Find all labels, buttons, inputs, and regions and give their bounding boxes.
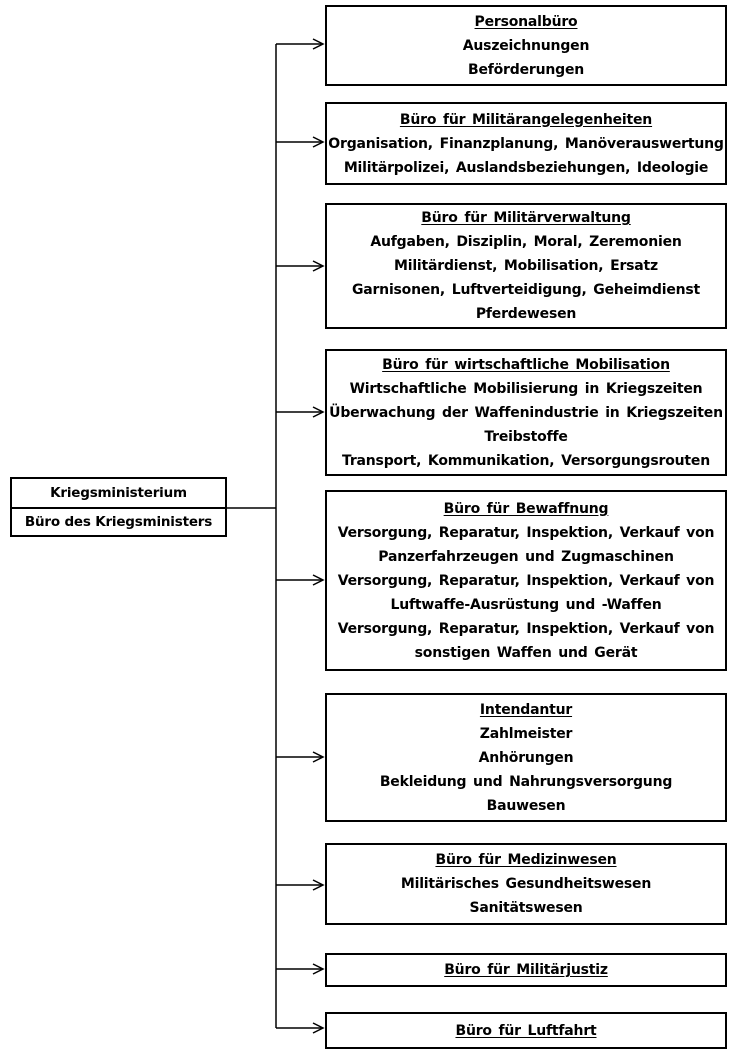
box-line: Versorgung, Reparatur, Inspektion, Verka… [337, 620, 715, 637]
arrowhead-icon [312, 260, 325, 272]
node-militaerjustiz: Büro für Militärjustiz [325, 953, 727, 987]
box-line: Auszeichnungen [462, 37, 590, 54]
node-intendantur: Intendantur Zahlmeister Anhörungen Bekle… [325, 693, 727, 822]
arrowhead-icon [312, 963, 325, 975]
box-title: Büro für wirtschaftliche Mobilisation [382, 356, 670, 373]
box-title: Intendantur [479, 701, 573, 718]
root-title: Kriegsministerium [12, 479, 225, 509]
box-line: Überwachung der Waffenindustrie in Krieg… [329, 404, 723, 421]
root-subtitle: Büro des Kriegsministers [24, 514, 213, 530]
box-title: Büro für Militärverwaltung [421, 210, 631, 226]
arrowhead-icon [312, 751, 325, 763]
box-line: Wirtschaftliche Mobilisierung in Kriegsz… [349, 380, 703, 397]
node-bewaffnung: Büro für Bewaffnung Versorgung, Reparatu… [325, 490, 727, 671]
box-line: Militärdienst, Mobilisation, Ersatz [394, 258, 658, 274]
box-title: Büro für Militärangelegenheiten [399, 111, 653, 128]
box-line: Garnisonen, Luftverteidigung, Geheimdien… [351, 282, 701, 298]
box-line: Transport, Kommunikation, Versorgungsrou… [342, 452, 710, 469]
box-title: Büro für Bewaffnung [443, 500, 609, 517]
root-box-kriegsministerium: Kriegsministerium Büro des Kriegsministe… [10, 477, 227, 537]
box-line: sonstigen Waffen und Gerät [414, 644, 638, 661]
box-line: Bauwesen [486, 797, 566, 814]
box-line: Anhörungen [478, 749, 574, 766]
box-line: Versorgung, Reparatur, Inspektion, Verka… [337, 524, 715, 541]
arrowhead-icon [312, 136, 325, 148]
box-title: Büro für Luftfahrt [455, 1022, 597, 1039]
box-title: Büro für Medizinwesen [435, 852, 617, 868]
box-line: Pferdewesen [475, 306, 577, 322]
box-line: Zahlmeister [479, 725, 573, 742]
box-line: Aufgaben, Disziplin, Moral, Zeremonien [370, 234, 682, 250]
arrowhead-icon [312, 1022, 325, 1034]
node-militaerangelegenheiten: Büro für Militärangelegenheiten Organisa… [325, 102, 727, 185]
box-line: Treibstoffe [484, 428, 568, 445]
box-line: Militärpolizei, Auslandsbeziehungen, Ide… [343, 159, 709, 176]
arrowhead-icon [312, 574, 325, 586]
box-title: Personalbüro [474, 13, 578, 30]
node-militaerverwaltung: Büro für Militärverwaltung Aufgaben, Dis… [325, 203, 727, 329]
node-wirtschaftliche-mobilisation: Büro für wirtschaftliche Mobilisation Wi… [325, 349, 727, 476]
node-luftfahrt: Büro für Luftfahrt [325, 1012, 727, 1049]
arrowhead-icon [312, 38, 325, 50]
arrowhead-icon [312, 406, 325, 418]
box-line: Sanitätswesen [469, 900, 583, 916]
box-line: Luftwaffe-Ausrüstung und -Waffen [390, 596, 662, 613]
box-title: Büro für Militärjustiz [444, 962, 608, 978]
box-line: Bekleidung und Nahrungsversorgung [379, 773, 673, 790]
arrowhead-icon [312, 879, 325, 891]
box-line: Beförderungen [467, 61, 585, 78]
box-line: Panzerfahrzeugen und Zugmaschinen [378, 548, 674, 565]
node-medizinwesen: Büro für Medizinwesen Militärisches Gesu… [325, 843, 727, 925]
box-line: Versorgung, Reparatur, Inspektion, Verka… [337, 572, 715, 589]
box-line: Organisation, Finanzplanung, Manöverausw… [328, 135, 724, 152]
box-line: Militärisches Gesundheitswesen [400, 876, 652, 892]
node-personalbuero: Personalbüro Auszeichnungen Beförderunge… [325, 5, 727, 86]
